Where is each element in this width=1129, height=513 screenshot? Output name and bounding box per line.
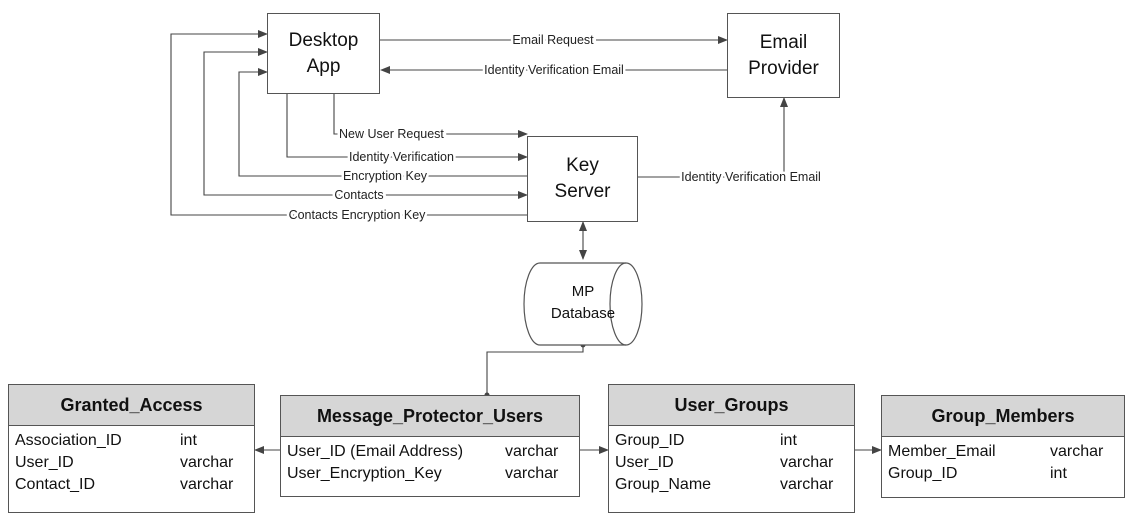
field-name: User_Encryption_Key <box>287 465 442 482</box>
field-type: varchar <box>505 465 559 482</box>
edge-database-users <box>486 345 584 395</box>
table-row: Member_Email varchar <box>888 441 1118 463</box>
field-name: User_ID (Email Address) <box>287 443 464 460</box>
table-group-members: Group_Members Member_Email varchar Group… <box>881 395 1125 498</box>
table-row: Group_ID int <box>615 430 848 452</box>
table-title: Granted_Access <box>9 385 254 426</box>
field-type: int <box>180 432 197 449</box>
field-type: int <box>1050 465 1067 482</box>
key-server-node: Key Server <box>527 136 638 222</box>
table-row: User_Encryption_Key varchar <box>287 463 573 485</box>
label-identity-verification-email-to-app: Identity Verification Email <box>484 63 624 77</box>
field-name: Group_ID <box>888 465 958 482</box>
label-email-request: Email Request <box>512 33 594 47</box>
edge-contacts <box>203 48 528 199</box>
table-message-protector-users: Message_Protector_Users User_ID (Email A… <box>280 395 580 497</box>
label-contacts-encryption-key: Contacts Encryption Key <box>289 208 427 222</box>
field-name: Association_ID <box>15 432 122 449</box>
database-cylinder: MP Database <box>523 262 643 346</box>
field-name: Contact_ID <box>15 476 96 493</box>
field-type: varchar <box>505 443 559 460</box>
label-identity-verification: Identity Verification <box>349 150 454 164</box>
email-provider-label-line1: Email <box>759 31 808 53</box>
table-user-groups: User_Groups Group_ID int User_ID varchar… <box>608 384 855 513</box>
edge-contacts-encryption-key <box>170 30 527 216</box>
key-server-label-line1: Key <box>566 155 599 176</box>
field-type: varchar <box>180 454 234 471</box>
table-row: User_ID (Email Address) varchar <box>287 441 573 463</box>
table-row: Group_Name varchar <box>615 474 848 496</box>
database-label-line1: MP <box>572 283 595 300</box>
table-row: Contact_ID varchar <box>15 474 248 496</box>
field-type: varchar <box>180 476 234 493</box>
database-label-line2: Database <box>551 305 615 322</box>
table-row: Association_ID int <box>15 430 248 452</box>
desktop-app-label-line2: App <box>306 55 341 77</box>
field-name: User_ID <box>15 454 74 471</box>
field-name: User_ID <box>615 454 674 471</box>
key-server-label-line2: Server <box>554 181 611 202</box>
table-row: User_ID varchar <box>15 452 248 474</box>
desktop-app-label-line1: Desktop <box>288 29 359 51</box>
table-granted-access: Granted_Access Association_ID int User_I… <box>8 384 255 513</box>
field-type: int <box>780 432 797 449</box>
table-row: Group_ID int <box>888 463 1118 485</box>
label-encryption-key: Encryption Key <box>343 169 428 183</box>
edge-identity-verification-email-from-server <box>638 97 788 178</box>
table-title: User_Groups <box>609 385 854 426</box>
desktop-app-node: Desktop App <box>267 13 380 94</box>
field-type: varchar <box>780 454 834 471</box>
edge-identity-verification <box>286 94 528 161</box>
field-name: Group_Name <box>615 476 712 493</box>
label-new-user-request: New User Request <box>339 127 444 141</box>
email-provider-node: Email Provider <box>727 13 840 98</box>
field-type: varchar <box>780 476 834 493</box>
email-provider-label-line2: Provider <box>748 57 819 79</box>
table-title: Message_Protector_Users <box>281 396 579 437</box>
field-type: varchar <box>1050 443 1104 460</box>
label-contacts: Contacts <box>334 188 383 202</box>
table-row: User_ID varchar <box>615 452 848 474</box>
field-name: Member_Email <box>888 443 996 460</box>
label-identity-verification-email-from-server: Identity Verification Email <box>681 170 821 184</box>
field-name: Group_ID <box>615 432 685 449</box>
table-title: Group_Members <box>882 396 1124 437</box>
